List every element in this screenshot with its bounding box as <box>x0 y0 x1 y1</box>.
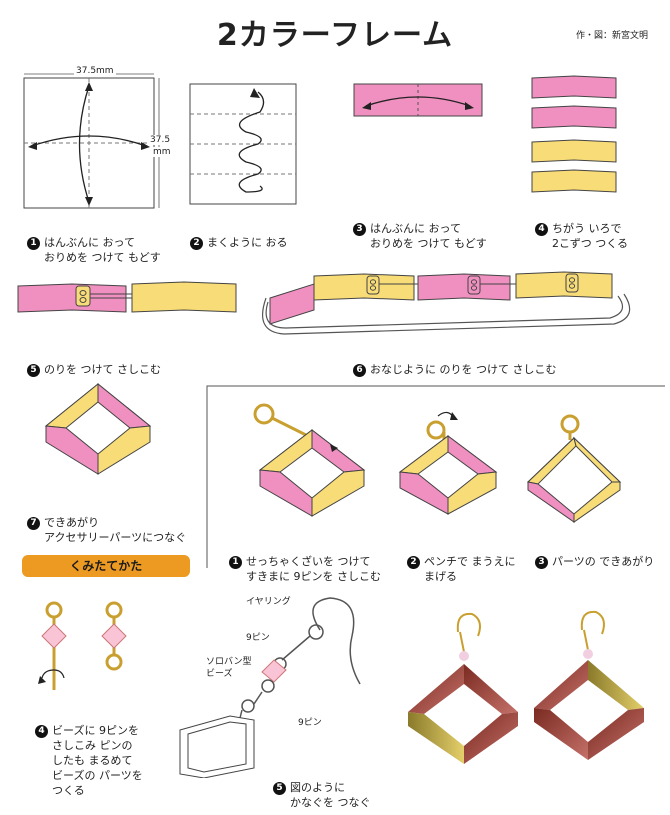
step-text: ペンチで まうえに まげる <box>424 555 516 583</box>
assembly1-diagram <box>253 403 366 517</box>
step-number: 4 <box>35 725 48 738</box>
assembly-step-4: 4 ビーズに 9ピンを さしこみ ピンの したも まるめて ビーズの パーツを つ… <box>28 708 143 798</box>
step-number: 4 <box>535 223 548 236</box>
step6-diagram <box>262 271 631 335</box>
finished-earrings-photo <box>408 610 644 764</box>
step-6: 6 おなじように のりを つけて さしこむ <box>346 347 557 377</box>
step-3: 3 はんぶんに おって おりめを つけて もどす <box>346 206 487 251</box>
step1-diagram <box>23 73 160 209</box>
step-5: 5 のりを つけて さしこむ <box>20 347 161 377</box>
page-title: 2カラーフレーム <box>216 18 454 53</box>
step-7: 7 できあがり アクセサリーパーツにつなぐ <box>20 500 186 545</box>
label-earring-hook: イヤリング <box>246 597 291 607</box>
step7-frame-diagram <box>44 382 152 475</box>
step-1: 1 はんぶんに おって おりめを つけて もどす <box>20 220 161 265</box>
step-text: できあがり アクセサリーパーツにつなぐ <box>44 516 187 544</box>
step-number: 5 <box>273 782 286 795</box>
height-dimension-value: 37.5 <box>150 135 171 145</box>
label-pin-2: 9ピン <box>298 718 322 728</box>
step-number: 2 <box>190 237 203 250</box>
assembly-step-5: 5 図のように かなぐを つなぐ <box>266 765 371 810</box>
step-text: 図のように かなぐを つなぐ <box>290 781 371 809</box>
label-pin-1: 9ピン <box>246 633 270 643</box>
step-text: まくように おる <box>207 236 288 249</box>
step-number: 1 <box>27 237 40 250</box>
step-number: 3 <box>535 556 548 569</box>
assembly-step-2: 2 ペンチで まうえに まげる <box>400 539 516 584</box>
step-number: 7 <box>27 517 40 530</box>
step-text: のりを つけて さしこむ <box>44 363 161 376</box>
label-bead: ソロバン型 ビーズ <box>206 657 252 679</box>
step-4: 4 ちがう いろで 2こずつ つくる <box>528 206 628 251</box>
step-number: 6 <box>353 364 366 377</box>
step-number: 1 <box>229 556 242 569</box>
step4-diagram <box>531 75 617 193</box>
assembly5-diagram <box>179 597 361 778</box>
assembly2-diagram <box>398 411 498 515</box>
step-2: 2 まくように おる <box>183 220 288 250</box>
step-text: ちがう いろで 2こずつ つくる <box>552 222 629 250</box>
width-dimension: 37.5mm <box>74 66 116 76</box>
assembly-banner: くみたてかた <box>22 555 190 577</box>
height-dimension-unit: mm <box>153 147 171 157</box>
step2-diagram <box>189 83 297 205</box>
step-number: 2 <box>407 556 420 569</box>
author-credit: 作・図：新宮文明 <box>575 31 648 41</box>
step5-diagram <box>17 281 237 313</box>
step-text: ビーズに 9ピンを さしこみ ピンの したも まるめて ビーズの パーツを つく… <box>52 724 143 797</box>
step-text: おなじように のりを つけて さしこむ <box>370 363 557 376</box>
step-text: はんぶんに おって おりめを つけて もどす <box>370 222 487 250</box>
section-divider <box>206 385 665 568</box>
step3-diagram <box>353 83 483 117</box>
assembly-step-1: 1 せっちゃくざいを つけて すきまに 9ピンを さしこむ <box>222 539 381 584</box>
step-number: 3 <box>353 223 366 236</box>
step-text: はんぶんに おって おりめを つけて もどす <box>44 236 161 264</box>
step-text: パーツの できあがり <box>552 555 655 568</box>
assembly4-diagram <box>38 601 127 690</box>
step-text: せっちゃくざいを つけて すきまに 9ピンを さしこむ <box>246 555 381 583</box>
assembly-step-3: 3 パーツの できあがり <box>528 539 654 569</box>
assembly3-diagram <box>526 414 622 523</box>
step-number: 5 <box>27 364 40 377</box>
